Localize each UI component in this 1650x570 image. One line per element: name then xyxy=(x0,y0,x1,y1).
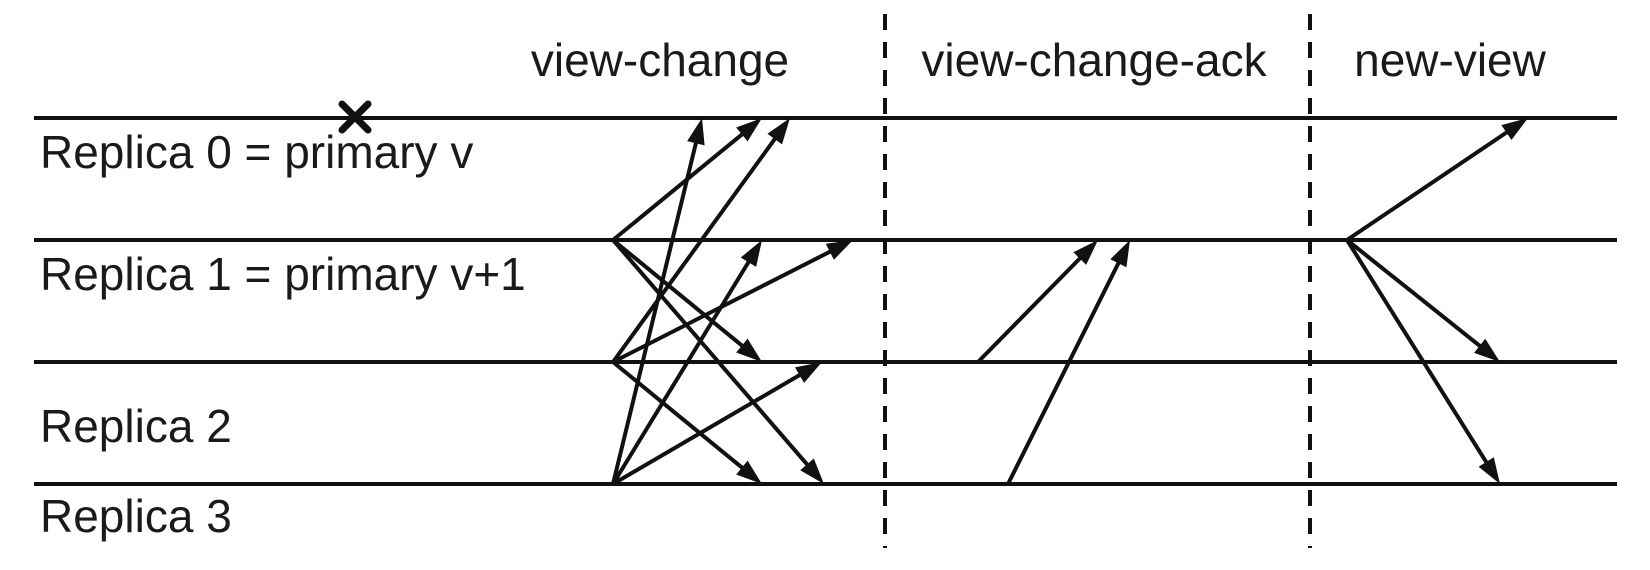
message-line xyxy=(611,139,699,485)
phase-labels: view-change view-change-ack new-view xyxy=(531,34,1547,86)
message-line xyxy=(1345,238,1484,350)
message-arrow-new-view-r1-to-r2 xyxy=(1345,238,1500,362)
phase-label-view-change-ack: view-change-ack xyxy=(921,34,1267,86)
arrow-head-icon xyxy=(1073,240,1098,265)
arrow-head-icon xyxy=(1474,338,1500,362)
message-arrow-view-change-r3-to-r2 xyxy=(611,362,822,486)
message-arrow-view-change-r1-to-r2 xyxy=(611,238,762,362)
replica-label-2: Replica 2 xyxy=(40,400,232,452)
arrow-head-icon xyxy=(1110,240,1130,268)
arrow-head-icon xyxy=(825,240,853,260)
arrow-head-icon xyxy=(767,118,790,145)
phase-dividers xyxy=(883,14,1312,548)
arrow-head-icon xyxy=(800,458,824,484)
replica-labels: Replica 0 = primary v Replica 1 = primar… xyxy=(40,126,526,542)
replica-label-3: Replica 3 xyxy=(40,490,232,542)
message-line xyxy=(611,238,746,349)
arrow-head-icon xyxy=(795,362,822,383)
message-arrow-new-view-r1-to-r0 xyxy=(1345,118,1528,242)
message-arrow-view-change-r1-to-r0 xyxy=(611,118,762,242)
arrow-head-icon xyxy=(740,240,762,267)
message-arrow-view-change-r2-to-r0 xyxy=(611,118,790,364)
arrow-head-icon xyxy=(736,338,762,362)
arrow-head-icon xyxy=(736,118,762,142)
message-line xyxy=(611,258,752,486)
arrow-head-icon xyxy=(1501,118,1528,140)
replica-label-1: Replica 1 = primary v+1 xyxy=(40,248,526,300)
message-line xyxy=(1006,259,1122,485)
message-arrows xyxy=(611,118,1528,486)
message-line xyxy=(1345,129,1511,242)
message-arrow-view-change-r2-to-r3 xyxy=(611,360,762,484)
message-line xyxy=(611,135,779,364)
message-arrow-view-change-ack-r3-to-r1 xyxy=(1006,240,1130,485)
message-line xyxy=(611,371,804,486)
message-line xyxy=(611,131,746,242)
message-line xyxy=(1345,238,1490,466)
x-mark-icon xyxy=(338,100,372,134)
replica-label-0: Replica 0 = primary v xyxy=(40,126,473,178)
message-arrow-view-change-r3-to-r1 xyxy=(611,240,762,486)
message-line xyxy=(976,254,1084,364)
message-arrow-view-change-ack-r2-to-r1 xyxy=(976,240,1098,364)
message-arrow-new-view-r1-to-r3 xyxy=(1345,238,1500,484)
message-arrow-view-change-r1-to-r3 xyxy=(611,238,824,484)
message-line xyxy=(611,360,746,471)
message-line xyxy=(611,238,811,468)
message-arrow-view-change-r3-to-r0 xyxy=(611,118,705,485)
arrow-head-icon xyxy=(736,460,762,484)
arrow-head-icon xyxy=(1478,457,1500,484)
phase-label-new-view: new-view xyxy=(1354,34,1547,86)
arrow-head-icon xyxy=(687,118,705,146)
phase-label-view-change: view-change xyxy=(531,34,789,86)
replica-timelines xyxy=(34,116,1617,486)
